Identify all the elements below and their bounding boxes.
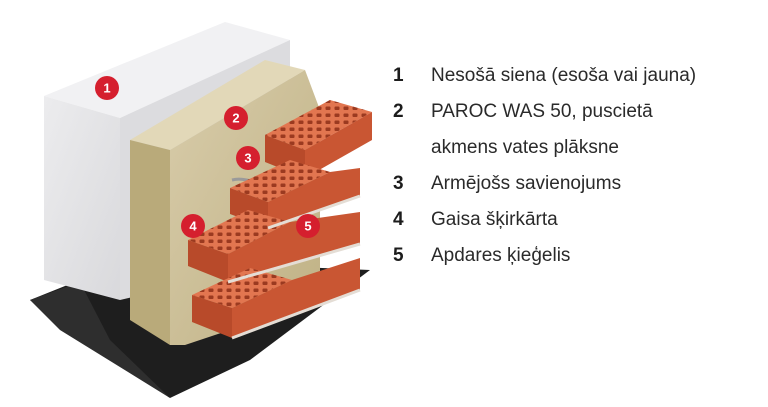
legend-item-number: 4: [393, 209, 404, 230]
legend-item-4: 4 Gaisa šķirkārta: [393, 202, 763, 238]
legend-item-text: Apdares ķieģelis: [431, 245, 571, 266]
marker-3: 3: [236, 146, 260, 170]
marker-3-label: 3: [244, 151, 251, 166]
legend-item-number: 5: [393, 245, 404, 266]
legend-item-1: 1 Nesošā siena (esoša vai jauna): [393, 58, 763, 94]
facing-bricks: [188, 100, 372, 340]
marker-5: 5: [296, 214, 320, 238]
legend-item-number: 1: [393, 65, 404, 86]
legend-item-text: Nesošā siena (esoša vai jauna): [431, 65, 697, 86]
legend: 1 Nesošā siena (esoša vai jauna) 2 PAROC…: [393, 58, 763, 274]
marker-4: 4: [181, 214, 205, 238]
legend-item-2: 2 PAROC WAS 50, puscietā akmens vates pl…: [393, 94, 763, 166]
legend-item-text: Gaisa šķirkārta: [431, 209, 558, 230]
marker-4-label: 4: [189, 219, 197, 234]
marker-2: 2: [224, 106, 248, 130]
marker-1-label: 1: [103, 81, 110, 96]
legend-item-number: 2: [393, 101, 404, 122]
marker-1: 1: [95, 76, 119, 100]
marker-2-label: 2: [232, 111, 239, 126]
marker-5-label: 5: [304, 219, 311, 234]
legend-item-text: PAROC WAS 50, puscietā: [431, 101, 653, 122]
wall-layers-illustration: 1 2 3 4 5: [30, 22, 372, 398]
legend-item-number: 3: [393, 173, 404, 194]
legend-item-3: 3 Armējošs savienojums: [393, 166, 763, 202]
legend-item-5: 5 Apdares ķieģelis: [393, 238, 763, 274]
legend-item-text: Armējošs savienojums: [431, 173, 622, 194]
legend-item-text-line-2: akmens vates plāksne: [431, 137, 619, 158]
